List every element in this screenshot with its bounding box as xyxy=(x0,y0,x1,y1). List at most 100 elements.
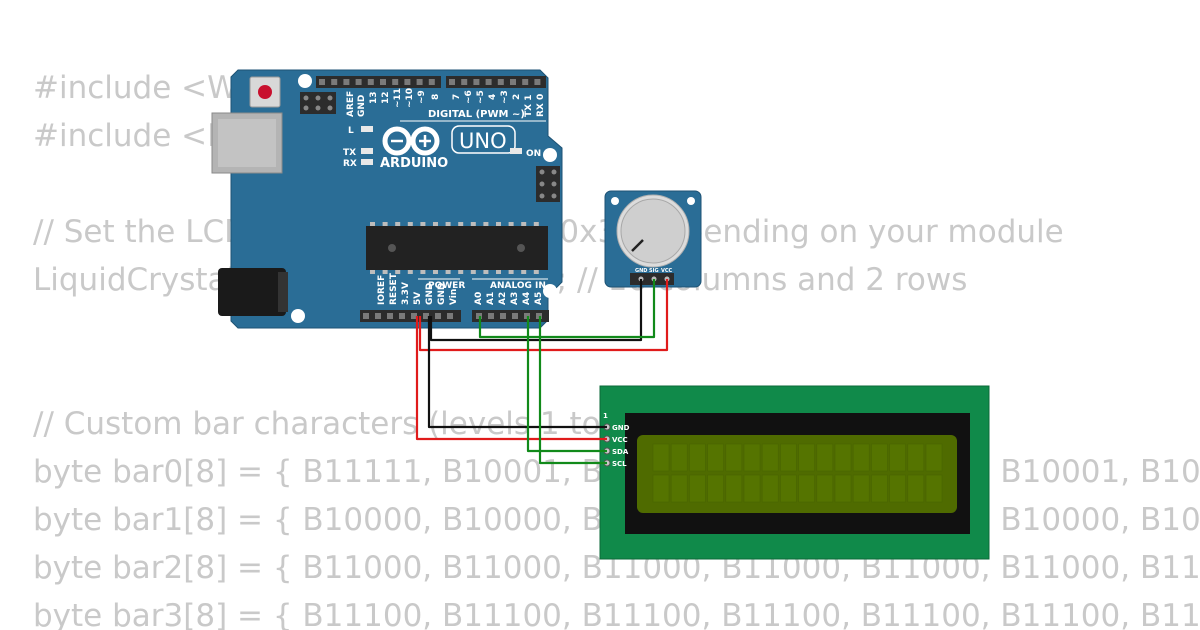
chip-leg xyxy=(533,222,539,226)
potentiometer-knob-icon[interactable] xyxy=(620,198,686,264)
header-pin-hole xyxy=(367,79,374,85)
lcd-cell xyxy=(652,443,670,472)
led-label-on: ON xyxy=(526,149,541,159)
lcd-pin-label-gnd: GND xyxy=(612,424,630,432)
mounting-hole xyxy=(291,309,305,323)
header-pin-hole xyxy=(485,79,492,85)
chip-leg xyxy=(458,222,464,226)
header-pin-hole xyxy=(449,79,455,85)
code-line: byte bar3[8] = { B11100, B11100, B11100,… xyxy=(33,598,1200,630)
power-pin-labels: IOREF RESET 3.3V 5V GND GND Vin xyxy=(377,272,459,305)
pot-pin-label-gnd: GND xyxy=(635,268,647,274)
pot-pin-label-sig: SIG xyxy=(649,268,659,274)
header-pin-hole xyxy=(411,313,417,319)
wire-5v-lcd-vcc[interactable] xyxy=(415,316,607,441)
wire-gnd-lcd-gnd[interactable] xyxy=(427,316,607,429)
lcd-pin-label-scl: SCL xyxy=(612,460,627,468)
pin-label-4: 4 xyxy=(488,94,498,100)
wire-5v-pot-vcc[interactable] xyxy=(418,279,669,352)
digital-pwm-label: DIGITAL (PWM ~) xyxy=(428,109,525,120)
pin-label-reset: RESET xyxy=(389,272,399,305)
pin-label-a2: A2 xyxy=(498,292,508,305)
led-rx xyxy=(361,159,373,165)
dc-power-jack xyxy=(218,268,286,316)
lcd-module[interactable]: 1 GND VCC SDA SCL xyxy=(599,385,990,560)
chip-leg xyxy=(407,222,413,226)
arduino-logo-icon xyxy=(382,126,440,156)
chip-leg xyxy=(483,270,489,274)
header-pin-hole xyxy=(319,79,325,85)
chip-leg xyxy=(470,222,476,226)
lcd-cell xyxy=(652,474,670,503)
potentiometer-module[interactable]: GND SIG VCC xyxy=(604,190,702,288)
pin-label-gnd2: GND xyxy=(437,283,447,305)
mounting-hole xyxy=(543,148,557,162)
pin-label-vin: Vin xyxy=(449,289,459,305)
header-pin-hole xyxy=(343,79,350,85)
header-pin-hole xyxy=(461,79,468,85)
lcd-cell xyxy=(743,474,761,503)
pin-label-5: ~5 xyxy=(476,90,486,104)
pin-label-13: 13 xyxy=(369,91,379,104)
pin-label-rx0: RX 0 xyxy=(536,94,546,117)
chip-leg xyxy=(496,222,501,226)
chip-leg xyxy=(496,270,501,274)
mounting-hole xyxy=(543,284,557,298)
uno-label-box xyxy=(451,125,516,154)
lcd-cell xyxy=(816,474,834,503)
header-pin-hole xyxy=(399,313,405,319)
wire-a4-lcd-sda[interactable] xyxy=(526,316,607,453)
lcd-pin-label-vcc: VCC xyxy=(612,436,628,444)
pot-mount-hole xyxy=(687,197,695,205)
chip-leg xyxy=(508,222,514,226)
lcd-pin-label-sda: SDA xyxy=(612,448,629,456)
chip-leg xyxy=(433,270,438,274)
dc-jack-body xyxy=(278,272,288,312)
header-pin-hole xyxy=(447,313,453,319)
mounting-hole xyxy=(298,74,312,88)
lcd-cell xyxy=(871,474,888,503)
led-l xyxy=(361,126,373,132)
header-pin-hole xyxy=(512,313,518,319)
arduino-uno-board[interactable]: AREF GND 13 12 ~11 ~10 ~9 8 7 ~6 ~5 4 ~3… xyxy=(211,69,563,329)
header-pin-hole xyxy=(473,79,480,85)
arduino-brand-label: ARDUINO xyxy=(380,156,448,171)
lcd-cell xyxy=(925,443,943,472)
pin-label-3v3: 3.3V xyxy=(401,282,411,305)
pin-label-2: 2 xyxy=(512,94,522,100)
led-label-l: L xyxy=(348,126,354,136)
analog-in-label: ANALOG IN xyxy=(490,281,546,291)
usb-connector-face xyxy=(218,119,276,167)
lcd-cell xyxy=(834,474,852,503)
wire-gnd-pot-gnd[interactable] xyxy=(429,279,643,342)
lcd-cell xyxy=(761,443,779,472)
chip-leg xyxy=(445,222,451,226)
icsp-header-top xyxy=(300,92,336,114)
lcd-cell xyxy=(834,443,852,472)
lcd-cell xyxy=(670,443,688,472)
lcd-cell xyxy=(780,474,797,503)
lcd-cell xyxy=(925,474,943,503)
lcd-cell xyxy=(707,474,724,503)
chip-leg xyxy=(420,222,426,226)
pin-label-aref: AREF xyxy=(346,91,356,117)
chip-leg xyxy=(382,270,388,274)
reset-button-cap xyxy=(258,85,272,99)
lcd-pin-one-label: 1 xyxy=(603,412,608,420)
lcd-cell xyxy=(889,443,906,472)
wire-a0-pot-sig[interactable] xyxy=(478,279,656,339)
lcd-cell xyxy=(743,443,761,472)
power-label: POWER xyxy=(428,281,465,291)
pin-label-9: ~9 xyxy=(417,90,427,104)
pin-label-a1: A1 xyxy=(486,292,496,305)
lcd-cell xyxy=(707,443,724,472)
lcd-cell xyxy=(725,443,743,472)
header-pin-hole xyxy=(423,313,429,319)
wire-a5-lcd-scl[interactable] xyxy=(538,316,607,465)
chip-leg xyxy=(521,222,527,226)
potentiometer-indicator xyxy=(631,239,644,252)
header-pin-hole xyxy=(416,79,423,85)
pin-label-ioref: IOREF xyxy=(377,275,387,305)
lcd-character-cells xyxy=(652,443,943,503)
